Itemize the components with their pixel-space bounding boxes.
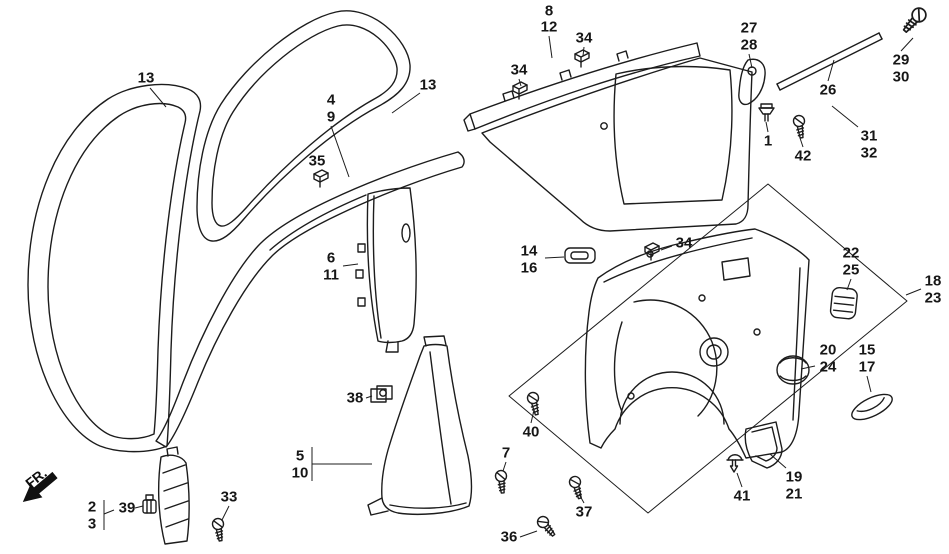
callout-33: 33 [220,488,238,506]
callout-30: 30 [892,68,910,86]
cap-22-25 [829,286,858,320]
rod-26 [776,32,883,91]
screw-7 [494,469,509,495]
callout-40: 40 [522,423,540,441]
callout-24: 24 [819,358,837,376]
callout-42: 42 [794,147,812,165]
cap-15-17 [851,393,893,421]
clip-39 [142,494,157,514]
center-pillar-lower-garnish [367,335,473,516]
screw-42 [792,114,808,140]
roof-side-garnish [463,42,701,132]
screw-37 [567,474,586,501]
callout-10: 10 [291,464,309,482]
callout-39: 39 [118,499,136,517]
fr-direction-arrow [22,471,58,502]
callout-20: 20 [819,341,837,359]
callout-38: 38 [346,389,364,407]
callout-23: 23 [924,289,942,307]
clip-35 [313,169,329,188]
callout-4: 4 [326,91,336,109]
callout-12: 12 [540,18,558,36]
callout-35: 35 [308,152,326,170]
pocket-19-21 [744,421,783,469]
corner-garnish-2-3 [157,446,190,545]
clip-34-b [574,49,590,68]
callout-29: 29 [892,51,910,69]
callout-2: 2 [87,498,97,516]
callout-15: 15 [858,341,876,359]
callout-8: 8 [544,2,554,20]
screw-36 [534,513,559,540]
callout-13-rear: 13 [419,76,437,94]
clip-41 [726,454,744,473]
quarter-window-panel [481,57,753,232]
callout-37: 37 [575,503,593,521]
callout-3: 3 [87,515,97,533]
callout-34-a: 34 [510,61,528,79]
door-opening-seal-rear [196,10,411,242]
callout-31: 31 [860,127,878,145]
callout-32: 32 [860,144,878,162]
screw-29-30 [898,4,930,37]
quarter-trim-panel [584,228,810,459]
callout-22: 22 [842,244,860,262]
grommet-38 [370,385,393,403]
callout-25: 25 [842,261,860,279]
callout-26: 26 [819,81,837,99]
callout-27: 27 [740,19,758,37]
callout-6: 6 [326,249,336,267]
callout-11: 11 [323,266,339,284]
callout-28: 28 [740,36,758,54]
callout-41: 41 [733,487,751,505]
center-pillar-upper-garnish [355,187,417,353]
callout-21: 21 [785,485,803,503]
callout-17: 17 [858,358,876,376]
callout-18: 18 [924,272,942,290]
callout-19: 19 [785,468,803,486]
screw-33 [211,517,227,543]
callout-7: 7 [501,444,511,462]
clip-14-16 [564,247,596,264]
callout-34-b: 34 [575,29,593,47]
door-opening-seal-front [27,83,202,453]
callout-13-front: 13 [137,69,155,87]
callout-16: 16 [520,259,538,277]
front-pillar-garnish [155,151,465,448]
callout-5: 5 [295,447,305,465]
callout-34-c: 34 [675,234,693,252]
callout-36: 36 [500,528,518,546]
clip-part-1 [758,103,775,122]
callout-9: 9 [326,108,336,126]
callout-1: 1 [763,132,773,150]
leader-lines [103,35,922,538]
cap-20-24 [776,355,810,385]
callout-14: 14 [520,242,538,260]
